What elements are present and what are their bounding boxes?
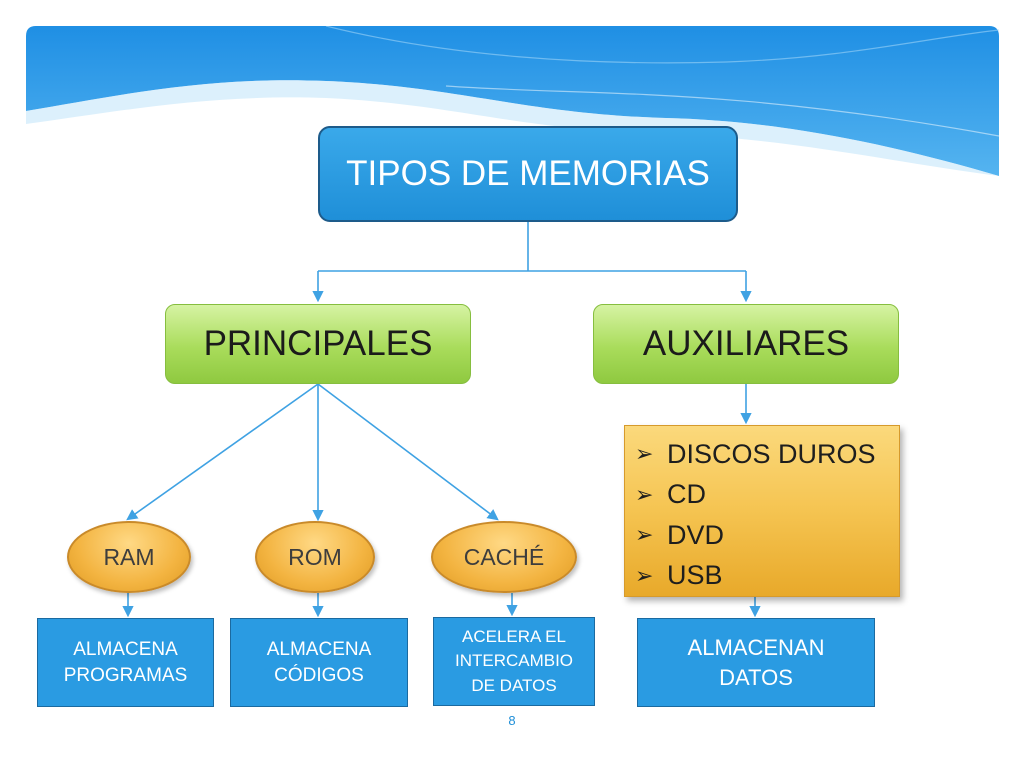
auxiliares-label: AUXILIARES (642, 324, 850, 363)
principales-label: PRINCIPALES (203, 324, 433, 363)
header-wave-banner (26, 26, 999, 176)
description-cache: ACELERA EL INTERCAMBIO DE DATOS (433, 617, 595, 706)
media-item-label: DVD (667, 519, 725, 550)
description-rom: ALMACENA CÓDIGOS (230, 618, 408, 707)
memory-node-ram: RAM (67, 521, 191, 593)
slide-page-number: 8 (508, 713, 516, 728)
media-item-cd: ➢ CD (635, 475, 899, 516)
media-item-dvd: ➢ DVD (635, 515, 899, 556)
category-node-auxiliares: AUXILIARES (593, 304, 899, 384)
media-item-label: DISCOS DUROS (667, 438, 876, 469)
media-item-discos-duros: ➢ DISCOS DUROS (635, 434, 899, 475)
rom-description-text: ALMACENA CÓDIGOS (266, 638, 372, 686)
auxiliary-media-list: ➢ DISCOS DUROS ➢ CD ➢ DVD ➢ USB (624, 425, 900, 597)
arrow-bullet-icon: ➢ (635, 441, 654, 467)
connector-to-ram (126, 383, 319, 521)
media-item-usb: ➢ USB (635, 556, 899, 597)
root-node-label: TIPOS DE MEMORIAS (346, 154, 710, 193)
cache-description-text: ACELERA EL INTERCAMBIO DE DATOS (454, 626, 574, 695)
arrow-bullet-icon: ➢ (635, 522, 654, 548)
description-auxiliares: ALMACENAN DATOS (637, 618, 875, 707)
media-item-label: CD (667, 479, 706, 510)
ram-description-text: ALMACENA PROGRAMAS (63, 638, 188, 686)
rom-label: ROM (288, 543, 342, 570)
description-ram: ALMACENA PROGRAMAS (37, 618, 214, 707)
memory-node-cache: CACHÉ (431, 521, 577, 593)
auxiliares-description-text: ALMACENAN DATOS (687, 634, 825, 690)
memory-node-rom: ROM (255, 521, 375, 593)
media-item-label: USB (667, 560, 723, 591)
arrow-bullet-icon: ➢ (635, 562, 654, 588)
ram-label: RAM (103, 543, 155, 570)
root-node-tipos-de-memorias: TIPOS DE MEMORIAS (318, 126, 738, 222)
category-node-principales: PRINCIPALES (165, 304, 471, 384)
arrow-bullet-icon: ➢ (635, 481, 654, 507)
connector-to-cache (317, 383, 499, 521)
cache-label: CACHÉ (463, 543, 545, 570)
